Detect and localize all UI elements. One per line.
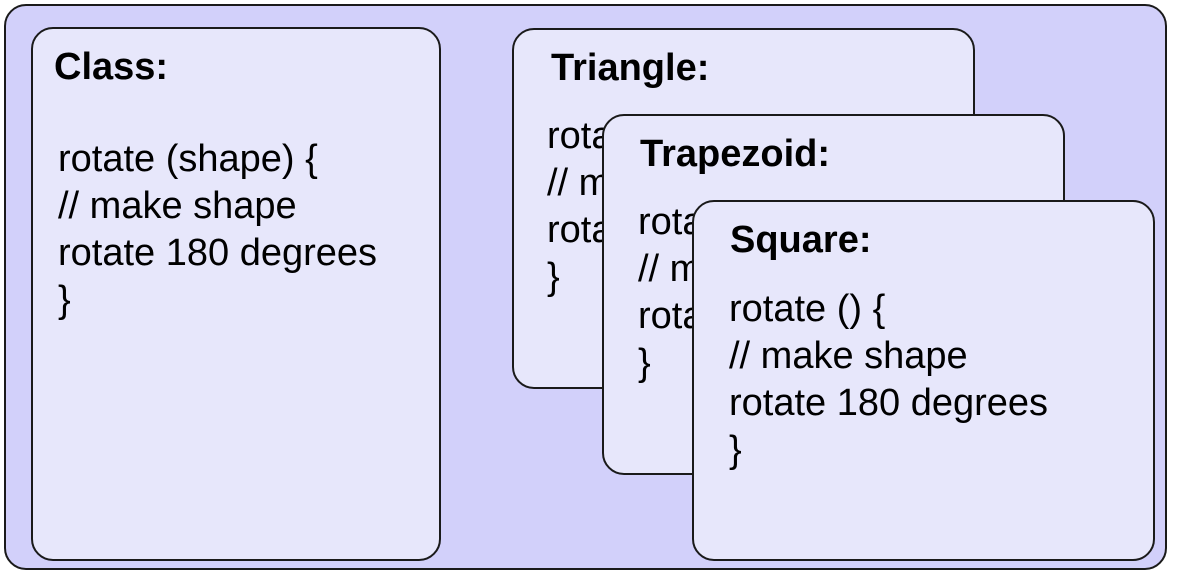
code-line: rotate (shape) { <box>58 138 318 180</box>
class-card: Class: rotate (shape) { // make shape ro… <box>31 27 441 561</box>
code-line: } <box>729 429 742 471</box>
code-line: } <box>58 279 71 321</box>
code-line: } <box>638 342 651 384</box>
diagram-container: Class: rotate (shape) { // make shape ro… <box>4 4 1167 570</box>
card-title: Square: <box>730 219 872 261</box>
square-card: Square: rotate () { // make shape rotate… <box>692 200 1155 561</box>
code-line: } <box>547 256 560 298</box>
code-line: // make shape <box>729 335 968 377</box>
card-title: Triangle: <box>551 47 710 89</box>
code-line: rotate () { <box>729 288 886 330</box>
code-line: rotate 180 degrees <box>729 382 1049 424</box>
code-block: rotate () { // make shape rotate 180 deg… <box>729 286 1048 474</box>
code-line: // make shape <box>58 185 297 227</box>
card-title: Class: <box>54 46 169 88</box>
card-title: Trapezoid: <box>640 133 831 175</box>
code-line: rotate 180 degrees <box>58 232 378 274</box>
code-block: rotate (shape) { // make shape rotate 18… <box>58 136 377 324</box>
